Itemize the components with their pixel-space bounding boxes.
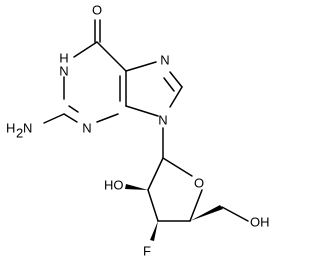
wedge-c3prime-f <box>150 221 158 241</box>
bond-c2-n3 <box>63 113 78 123</box>
molecule-structure: O H N N H 2 N N N HO O OH F <box>6 3 270 259</box>
wedge-c4prime-ch2 <box>190 205 223 221</box>
bond-n7-c8 <box>169 71 183 88</box>
atom-2prime-hydroxyl: HO <box>104 178 124 193</box>
atom-n1-hydrogen: H <box>59 51 68 66</box>
atom-n1-nitrogen: N <box>59 64 68 79</box>
bond-ringo-c4prime <box>189 189 203 222</box>
wedge-c2prime-oh <box>125 184 148 190</box>
bond-c8-n9 <box>169 86 183 108</box>
atom-5prime-hydroxyl: OH <box>250 215 270 230</box>
bond-c2-nh2 <box>43 113 65 124</box>
bond-c6-n1 <box>73 41 98 58</box>
bond-n9-c4 <box>125 105 159 117</box>
atom-n7-nitrogen: N <box>160 53 169 68</box>
bond-n7-c8-inner <box>163 77 175 92</box>
bond-c1prime-ringo <box>162 157 193 177</box>
bond-c3prime-c2prime <box>147 189 159 222</box>
bond-ch2-oh <box>221 206 249 222</box>
atom-ring-oxygen: O <box>194 176 204 191</box>
bond-c2-n3-inner <box>68 105 79 113</box>
atom-carbonyl-oxygen: O <box>92 3 102 18</box>
bond-c5-n7 <box>125 61 157 72</box>
atom-amine-nitrogen: N <box>23 121 32 136</box>
bond-c5-c6 <box>96 41 127 72</box>
bond-n3-c4 <box>96 113 119 123</box>
atom-amine-subscript: 2 <box>16 126 23 141</box>
atom-n9-nitrogen: N <box>158 113 167 128</box>
atom-amine-hydrogen: H <box>6 121 15 136</box>
atom-n3-nitrogen: N <box>82 121 91 136</box>
bond-c2prime-c1prime <box>147 157 164 191</box>
atom-3prime-fluorine: F <box>143 244 151 259</box>
